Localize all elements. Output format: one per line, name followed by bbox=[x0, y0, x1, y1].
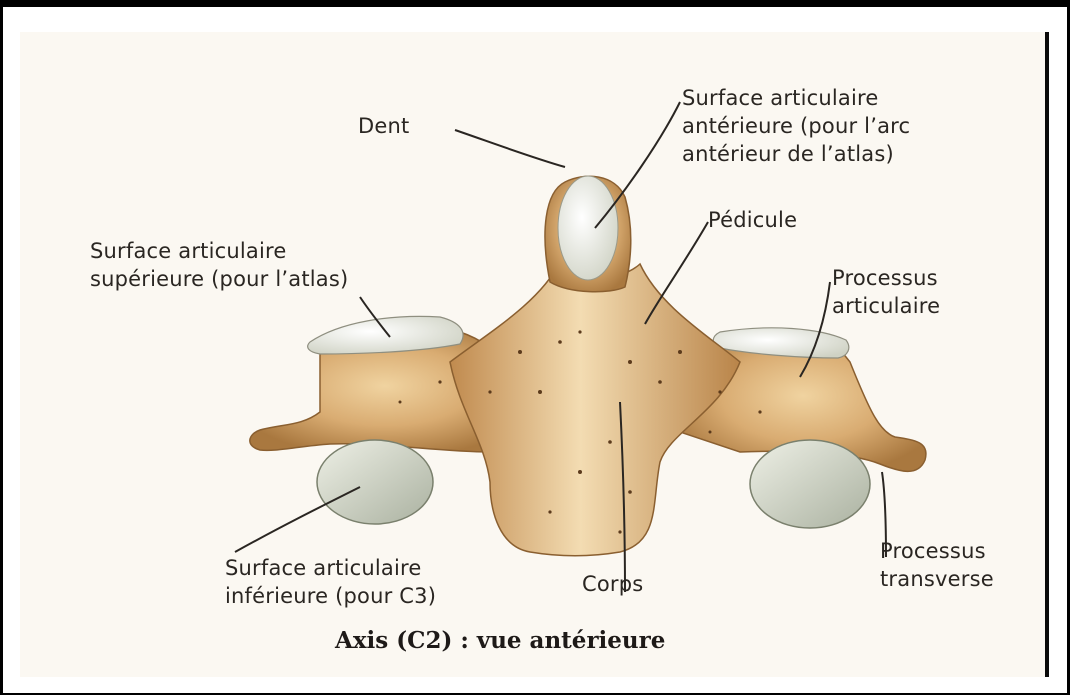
dens-anterior-articular-surface bbox=[558, 176, 618, 280]
illustration-panel: Dent Surface articulaire antérieure (pou… bbox=[20, 32, 1049, 677]
vertebral-body bbox=[450, 262, 740, 556]
label-dent-text: Dent bbox=[358, 112, 409, 140]
leader-surface-inferieure bbox=[235, 487, 360, 552]
label-line: Processus bbox=[832, 264, 940, 292]
label-processus-transverse: Processus transverse bbox=[880, 537, 994, 593]
label-surface-articulaire-inferieure: Surface articulaire inférieure (pour C3) bbox=[225, 554, 436, 610]
label-pedicule-text: Pédicule bbox=[708, 206, 797, 234]
figure-caption: Axis (C2) : vue antérieure bbox=[335, 627, 665, 654]
label-line: transverse bbox=[880, 565, 994, 593]
label-dent: Dent bbox=[358, 112, 409, 140]
leader-dent bbox=[455, 130, 565, 167]
label-line: Processus bbox=[880, 537, 994, 565]
label-line: antérieure (pour l’arc bbox=[682, 112, 910, 140]
label-line: supérieure (pour l’atlas) bbox=[90, 265, 348, 293]
label-line: Surface articulaire bbox=[682, 84, 910, 112]
label-corps-text: Corps bbox=[582, 570, 643, 598]
label-surface-articulaire-anterieure: Surface articulaire antérieure (pour l’a… bbox=[682, 84, 910, 168]
label-processus-articulaire: Processus articulaire bbox=[832, 264, 940, 320]
label-line: Surface articulaire bbox=[90, 237, 348, 265]
label-corps: Corps bbox=[582, 570, 643, 598]
label-line: inférieure (pour C3) bbox=[225, 582, 436, 610]
right-inferior-articular-surface bbox=[750, 440, 870, 528]
label-surface-articulaire-superieure: Surface articulaire supérieure (pour l’a… bbox=[90, 237, 348, 293]
label-pedicule: Pédicule bbox=[708, 206, 797, 234]
label-line: antérieur de l’atlas) bbox=[682, 140, 910, 168]
label-line: Surface articulaire bbox=[225, 554, 436, 582]
leader-pedicule bbox=[645, 222, 708, 324]
left-inferior-articular-surface bbox=[317, 440, 433, 524]
label-line: articulaire bbox=[832, 292, 940, 320]
